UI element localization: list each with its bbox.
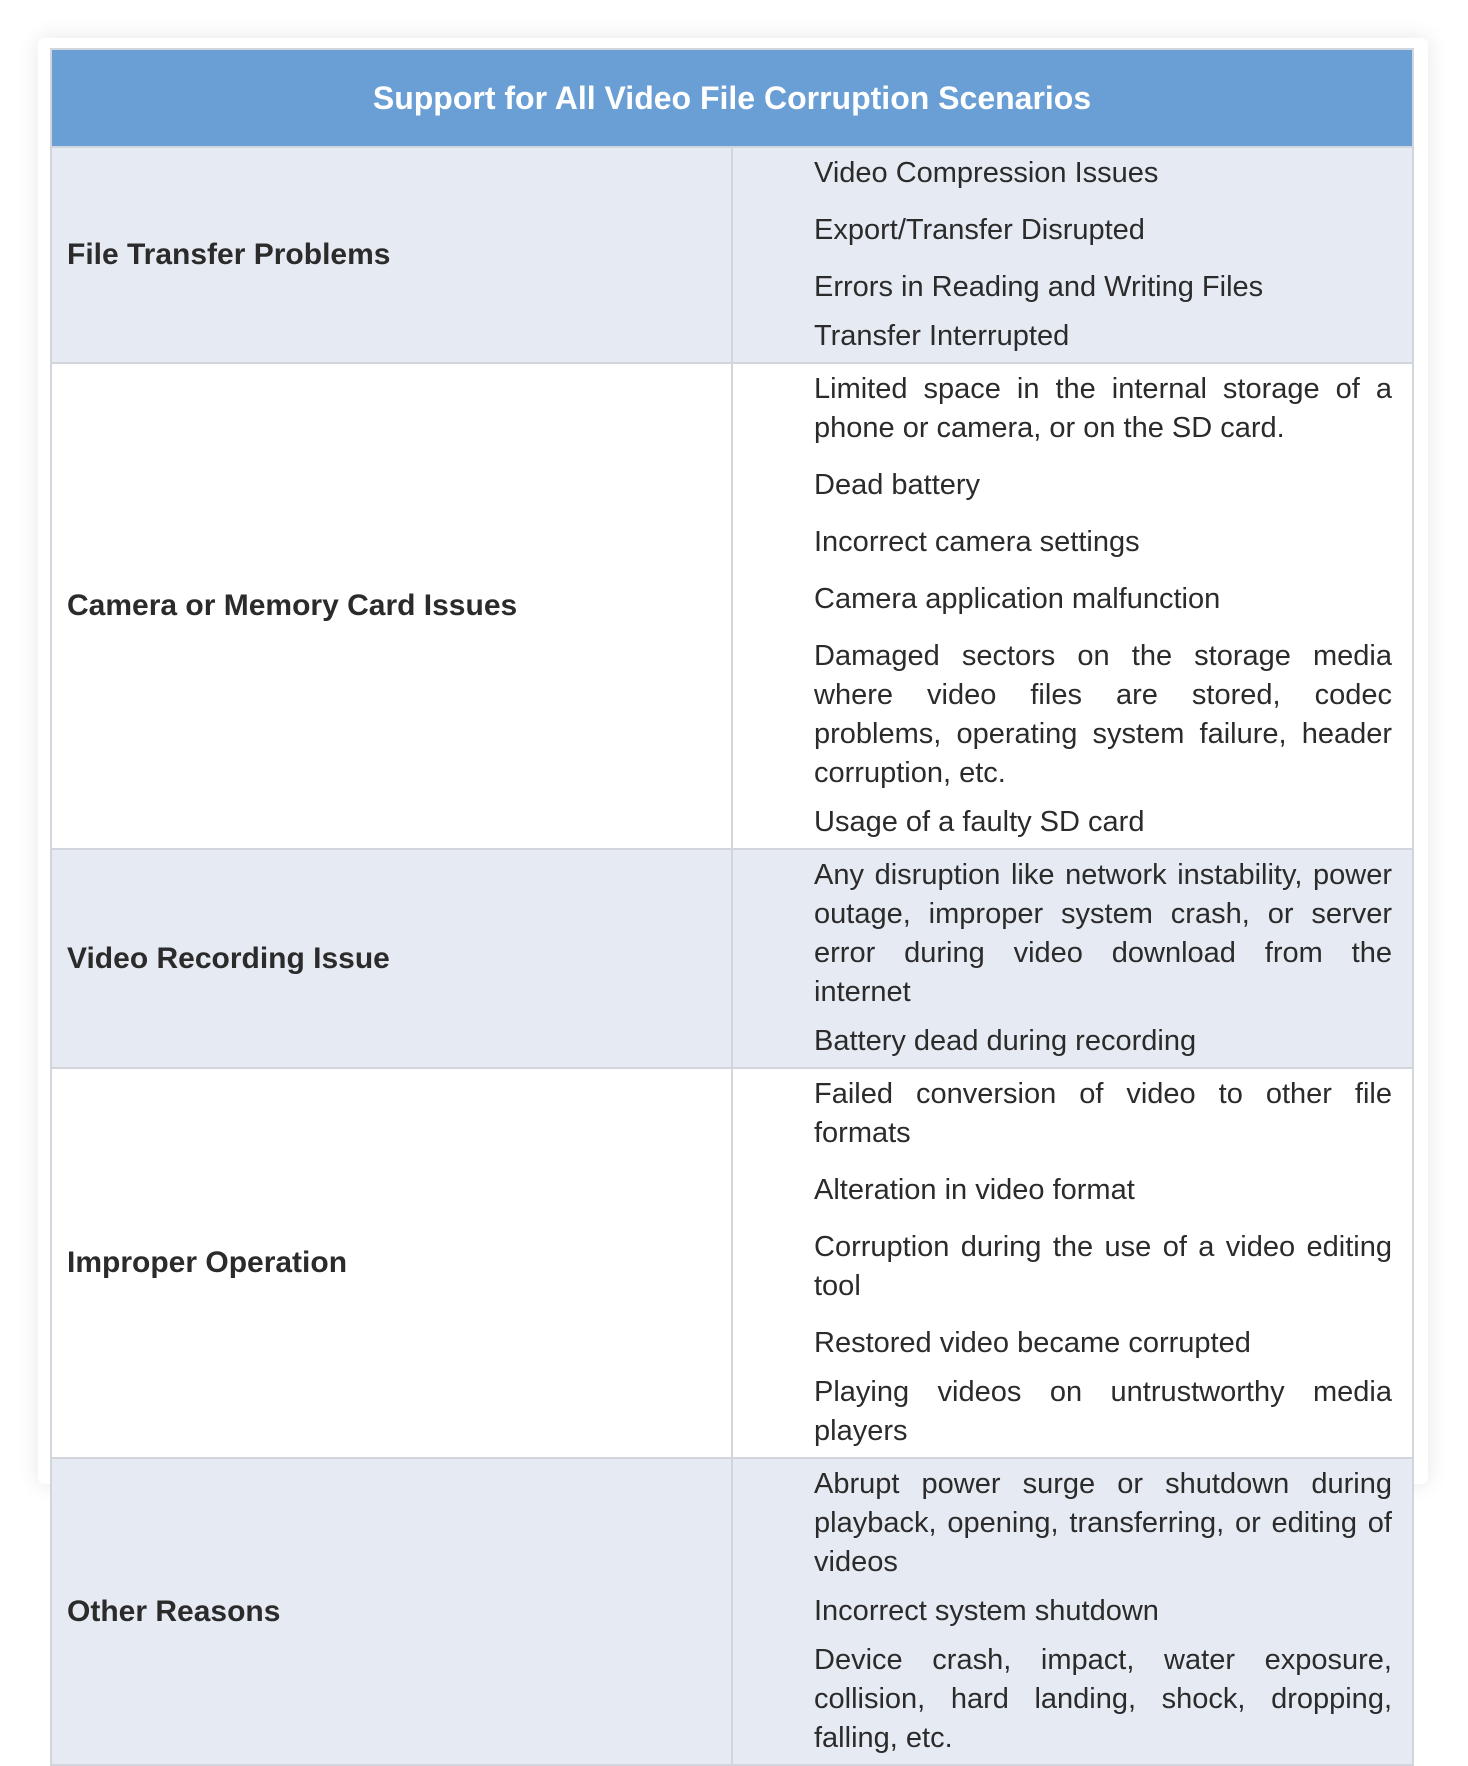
category-cell: Other Reasons [50, 1457, 733, 1766]
list-item: Incorrect camera settings [814, 526, 1140, 558]
category-cell: Camera or Memory Card Issues [50, 362, 733, 850]
list-item: Export/Transfer Disrupted [814, 214, 1145, 246]
list-item: Failed conversion of video to other file… [814, 1078, 1392, 1149]
list-item: Alteration in video format [814, 1174, 1135, 1206]
list-item: Playing videos on untrustworthy media pl… [814, 1376, 1392, 1447]
table-row-other-reasons: Other Reasons Abrupt power surge or shut… [50, 1457, 1414, 1766]
table-row-file-transfer: File Transfer Problems Video Compression… [50, 146, 1414, 364]
items-cell: Limited space in the internal storage of… [731, 362, 1414, 850]
table-row-camera-memory: Camera or Memory Card Issues Limited spa… [50, 362, 1414, 850]
list-item: Video Compression Issues [814, 157, 1159, 189]
table-title: Support for All Video File Corruption Sc… [50, 48, 1414, 148]
items-cell: Abrupt power surge or shutdown during pl… [731, 1457, 1414, 1766]
list-item: Restored video became corrupted [814, 1327, 1251, 1359]
table-row-improper-operation: Improper Operation Failed conversion of … [50, 1067, 1414, 1459]
category-cell: Improper Operation [50, 1067, 733, 1459]
list-item: Errors in Reading and Writing Files [814, 271, 1264, 303]
items-cell: Video Compression Issues Export/Transfer… [731, 146, 1414, 364]
list-item: Usage of a faulty SD card [814, 806, 1145, 838]
list-item: Incorrect system shutdown [814, 1595, 1159, 1627]
category-cell: Video Recording Issue [50, 848, 733, 1069]
table-header-row: Support for All Video File Corruption Sc… [50, 48, 1414, 148]
list-item: Corruption during the use of a video edi… [814, 1231, 1392, 1302]
list-item: Camera application malfunction [814, 583, 1221, 615]
list-item: Transfer Interrupted [814, 320, 1070, 352]
items-cell: Failed conversion of video to other file… [731, 1067, 1414, 1459]
list-item: Any disruption like network instability,… [814, 859, 1392, 1008]
list-item: Limited space in the internal storage of… [814, 373, 1392, 444]
content-card: Support for All Video File Corruption Sc… [38, 38, 1428, 1766]
list-item: Damaged sectors on the storage media whe… [814, 640, 1392, 789]
table-row-video-recording: Video Recording Issue Any disruption lik… [50, 848, 1414, 1069]
list-item: Dead battery [814, 469, 981, 501]
list-item: Device crash, impact, water exposure, co… [814, 1644, 1392, 1754]
category-cell: File Transfer Problems [50, 146, 733, 364]
items-cell: Any disruption like network instability,… [731, 848, 1414, 1069]
list-item: Abrupt power surge or shutdown during pl… [814, 1468, 1392, 1578]
corruption-scenarios-table: Support for All Video File Corruption Sc… [50, 48, 1414, 1766]
list-item: Battery dead during recording [814, 1025, 1197, 1057]
